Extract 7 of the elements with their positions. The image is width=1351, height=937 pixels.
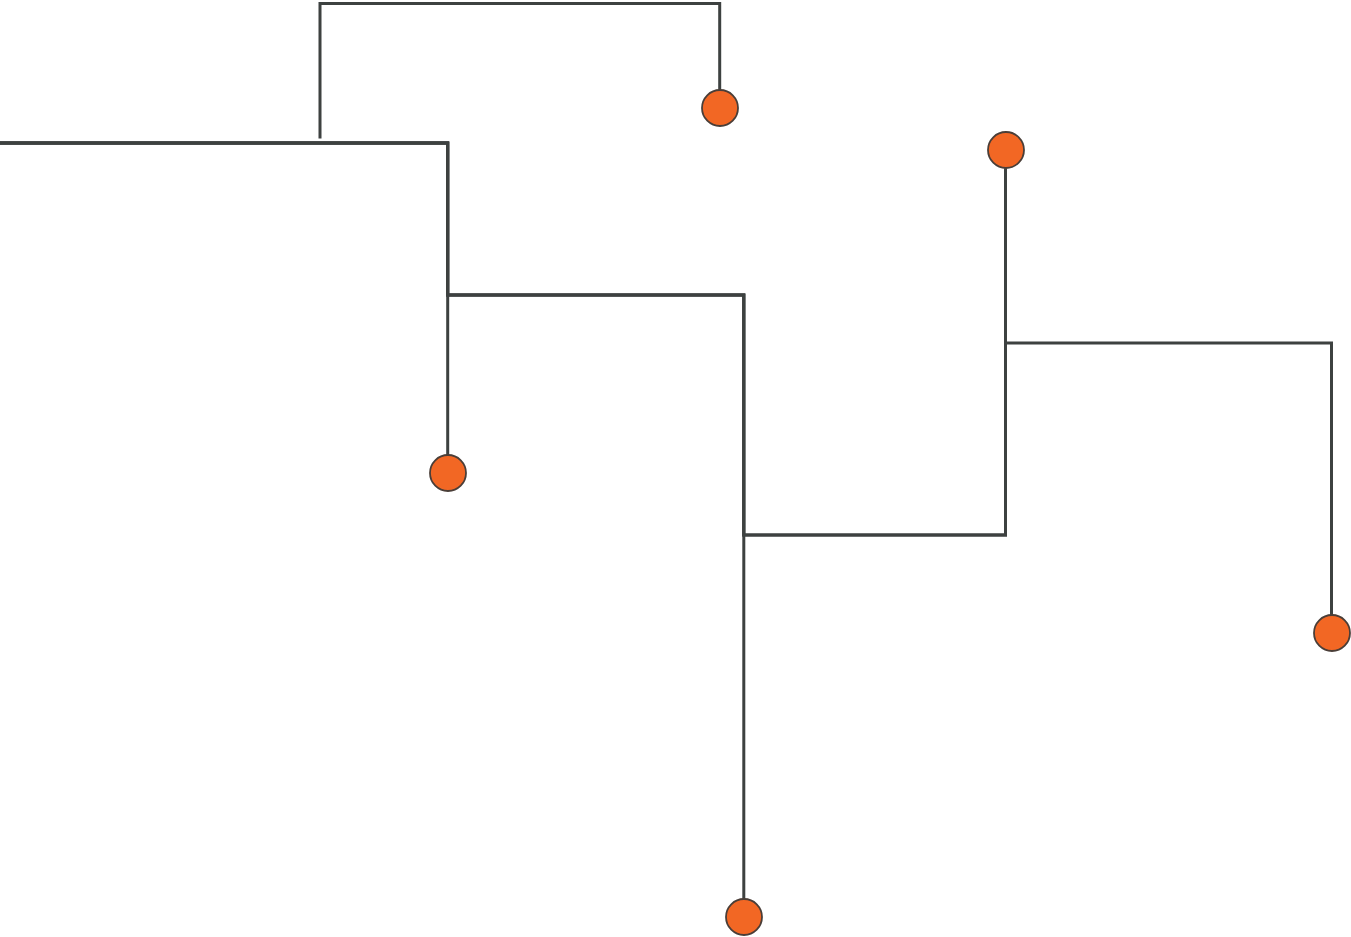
node-dot (724, 898, 763, 937)
node-dot (428, 454, 467, 493)
node-dot (986, 131, 1025, 170)
connector-line (318, 2, 722, 139)
node-dot (1312, 614, 1351, 653)
node-dot (700, 88, 739, 127)
connector-line (0, 141, 1333, 616)
